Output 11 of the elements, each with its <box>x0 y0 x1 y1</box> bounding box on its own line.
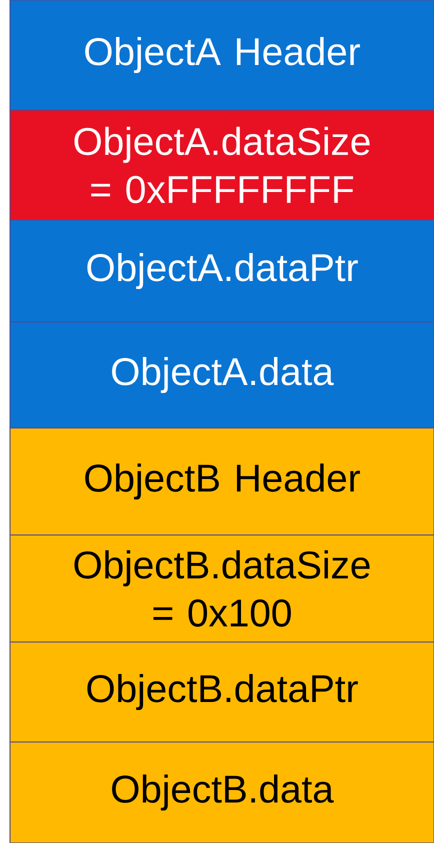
node-label: ObjectA.data <box>112 356 334 394</box>
node-label: ObjectB.dataSize = 0x100 <box>74 550 370 627</box>
memory-block: ObjectB.data <box>10 742 434 843</box>
memory-block: ObjectB Header <box>10 428 434 536</box>
memory-block: ObjectA.dataSize = 0xFFFFFFFF <box>10 110 434 220</box>
memory-block: ObjectB.dataSize = 0x100 <box>10 534 434 642</box>
node-label: ObjectB Header <box>85 463 360 500</box>
memory-block: ObjectA.data <box>10 322 434 428</box>
memory-block: ObjectB.dataPtr <box>10 642 434 742</box>
memory-block: ObjectA.dataPtr <box>10 220 434 322</box>
memory-block: ObjectA Header <box>10 0 434 110</box>
